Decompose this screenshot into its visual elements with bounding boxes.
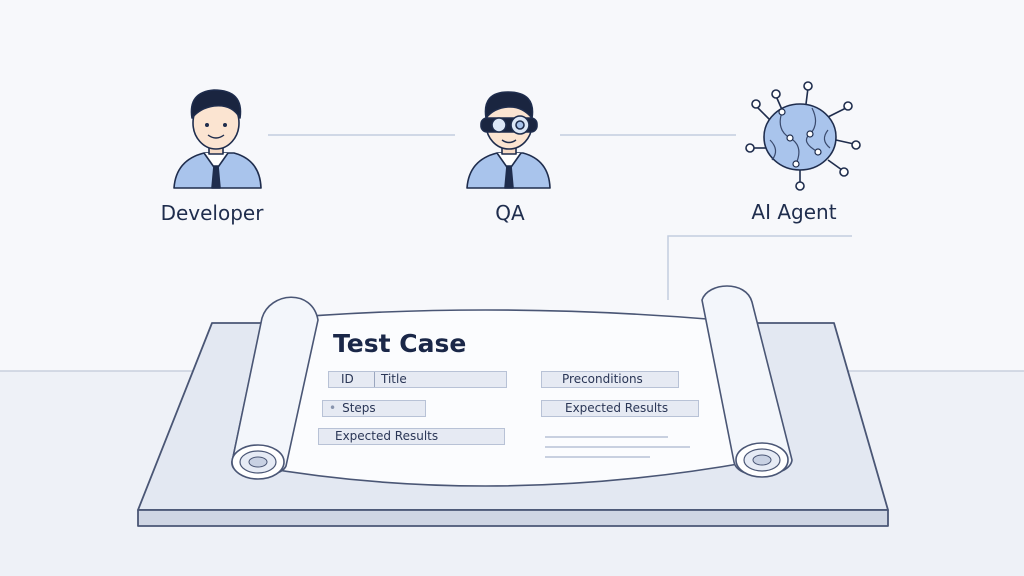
id-field-label: ID bbox=[341, 372, 354, 386]
expected-results-field-left: Expected Results bbox=[318, 428, 505, 445]
field-separator bbox=[374, 372, 375, 387]
test-case-title: Test Case bbox=[333, 329, 467, 358]
developer-label: Developer bbox=[160, 201, 264, 225]
bullet-icon: • bbox=[329, 401, 337, 415]
title-field-label: Title bbox=[381, 372, 407, 386]
connector-lines bbox=[268, 134, 852, 300]
ai-brain-icon bbox=[745, 81, 861, 191]
expected-results-label-right: Expected Results bbox=[565, 401, 669, 415]
preconditions-label: Preconditions bbox=[562, 372, 643, 386]
developer-icon bbox=[173, 89, 262, 189]
preconditions-field: Preconditions bbox=[541, 371, 679, 388]
id-title-field: ID Title bbox=[328, 371, 507, 388]
expected-results-label-left: Expected Results bbox=[335, 429, 439, 443]
placeholder-lines bbox=[545, 436, 690, 458]
qa-label: QA bbox=[495, 201, 525, 225]
steps-field-label: Steps bbox=[342, 401, 376, 415]
steps-field: • Steps bbox=[322, 400, 426, 417]
test-case-scroll bbox=[231, 285, 793, 487]
ai-agent-label: AI Agent bbox=[751, 200, 837, 224]
qa-tester-icon bbox=[466, 91, 551, 189]
expected-results-field-right: Expected Results bbox=[541, 400, 699, 417]
